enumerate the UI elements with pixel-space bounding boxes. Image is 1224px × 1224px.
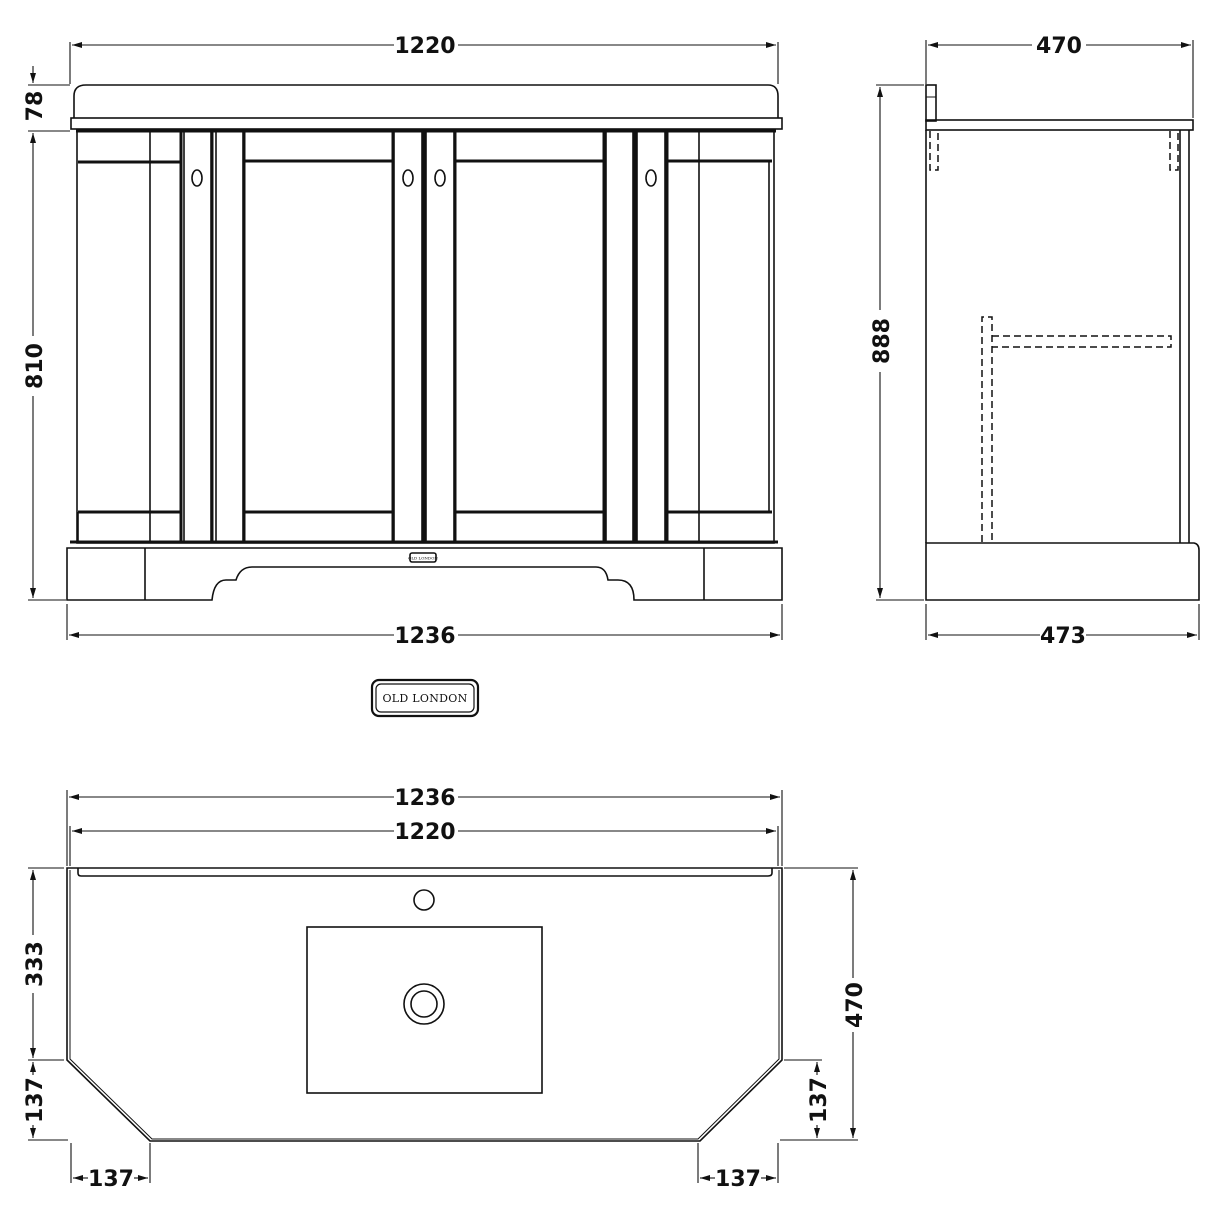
tap-hole-icon [413, 889, 435, 911]
svg-text:OLD LONDON: OLD LONDON [408, 556, 438, 561]
right-pilaster-door [636, 130, 669, 543]
old-london-logo: OLD LONDON [370, 678, 480, 718]
waste-inner-icon [410, 990, 438, 1018]
dim-label-78: 78 [23, 91, 48, 122]
dimension-1220-top: 1220 [69, 34, 779, 84]
dimension-810: 810 [23, 150, 66, 601]
dimension-137-left-vertical: 137 [23, 1062, 68, 1141]
dim-label-333: 333 [23, 941, 48, 987]
dimension-470-side: 470 [925, 34, 1194, 118]
dim-label-473: 473 [1040, 624, 1086, 649]
left-pilaster-door [183, 130, 214, 543]
dimension-137-right-vertical: 137 [784, 1059, 832, 1138]
keyhole-icon [434, 169, 446, 187]
left-end-panel [77, 131, 183, 541]
dimension-888: 888 [870, 84, 924, 601]
dim-label-1236-front: 1236 [394, 624, 455, 649]
countertop-upstand [73, 84, 779, 118]
keyhole-icon [645, 169, 657, 187]
logo-text: OLD LONDON [382, 692, 467, 705]
dimension-333: 333 [23, 867, 64, 1061]
countertop-slab [70, 117, 783, 130]
dim-label-137-left-h: 137 [88, 1167, 134, 1192]
dimension-1220-plan: 1220 [69, 820, 779, 866]
dimension-473: 473 [925, 604, 1200, 649]
dim-label-810: 810 [23, 343, 48, 389]
keyhole-icon [191, 169, 203, 187]
dimension-78: 78 [23, 66, 70, 150]
dim-label-470-side: 470 [1036, 34, 1082, 59]
dimension-470-plan: 470 [780, 867, 868, 1141]
dimension-137-right-horizontal: 137 [697, 1143, 779, 1192]
dimension-1236-front: 1236 [66, 604, 783, 649]
basin-bowl [306, 926, 543, 1094]
dim-label-137-right-h: 137 [715, 1167, 761, 1192]
plinth: OLD LONDON [66, 540, 783, 601]
dimension-1236-plan: 1236 [66, 786, 783, 866]
left-main-door [215, 130, 426, 543]
right-end-panel [667, 131, 772, 541]
dim-label-137-right-v: 137 [807, 1077, 832, 1123]
plan-view: 1236 1220 333 [23, 786, 868, 1192]
right-main-door [425, 130, 637, 543]
dim-label-470-plan: 470 [843, 982, 868, 1028]
dim-label-1236-plan: 1236 [394, 786, 455, 811]
dim-label-1220: 1220 [394, 34, 455, 59]
keyhole-icon [402, 169, 414, 187]
front-elevation: 1220 [23, 34, 783, 649]
mini-logo-badge [409, 552, 437, 563]
waste-outer-icon [403, 983, 445, 1025]
dimension-137-left-horizontal: 137 [70, 1143, 151, 1192]
dim-label-137-left-v: 137 [23, 1077, 48, 1123]
dim-label-1220-plan: 1220 [394, 820, 455, 845]
side-elevation: 470 888 473 [870, 34, 1200, 649]
dim-label-888: 888 [870, 318, 895, 364]
